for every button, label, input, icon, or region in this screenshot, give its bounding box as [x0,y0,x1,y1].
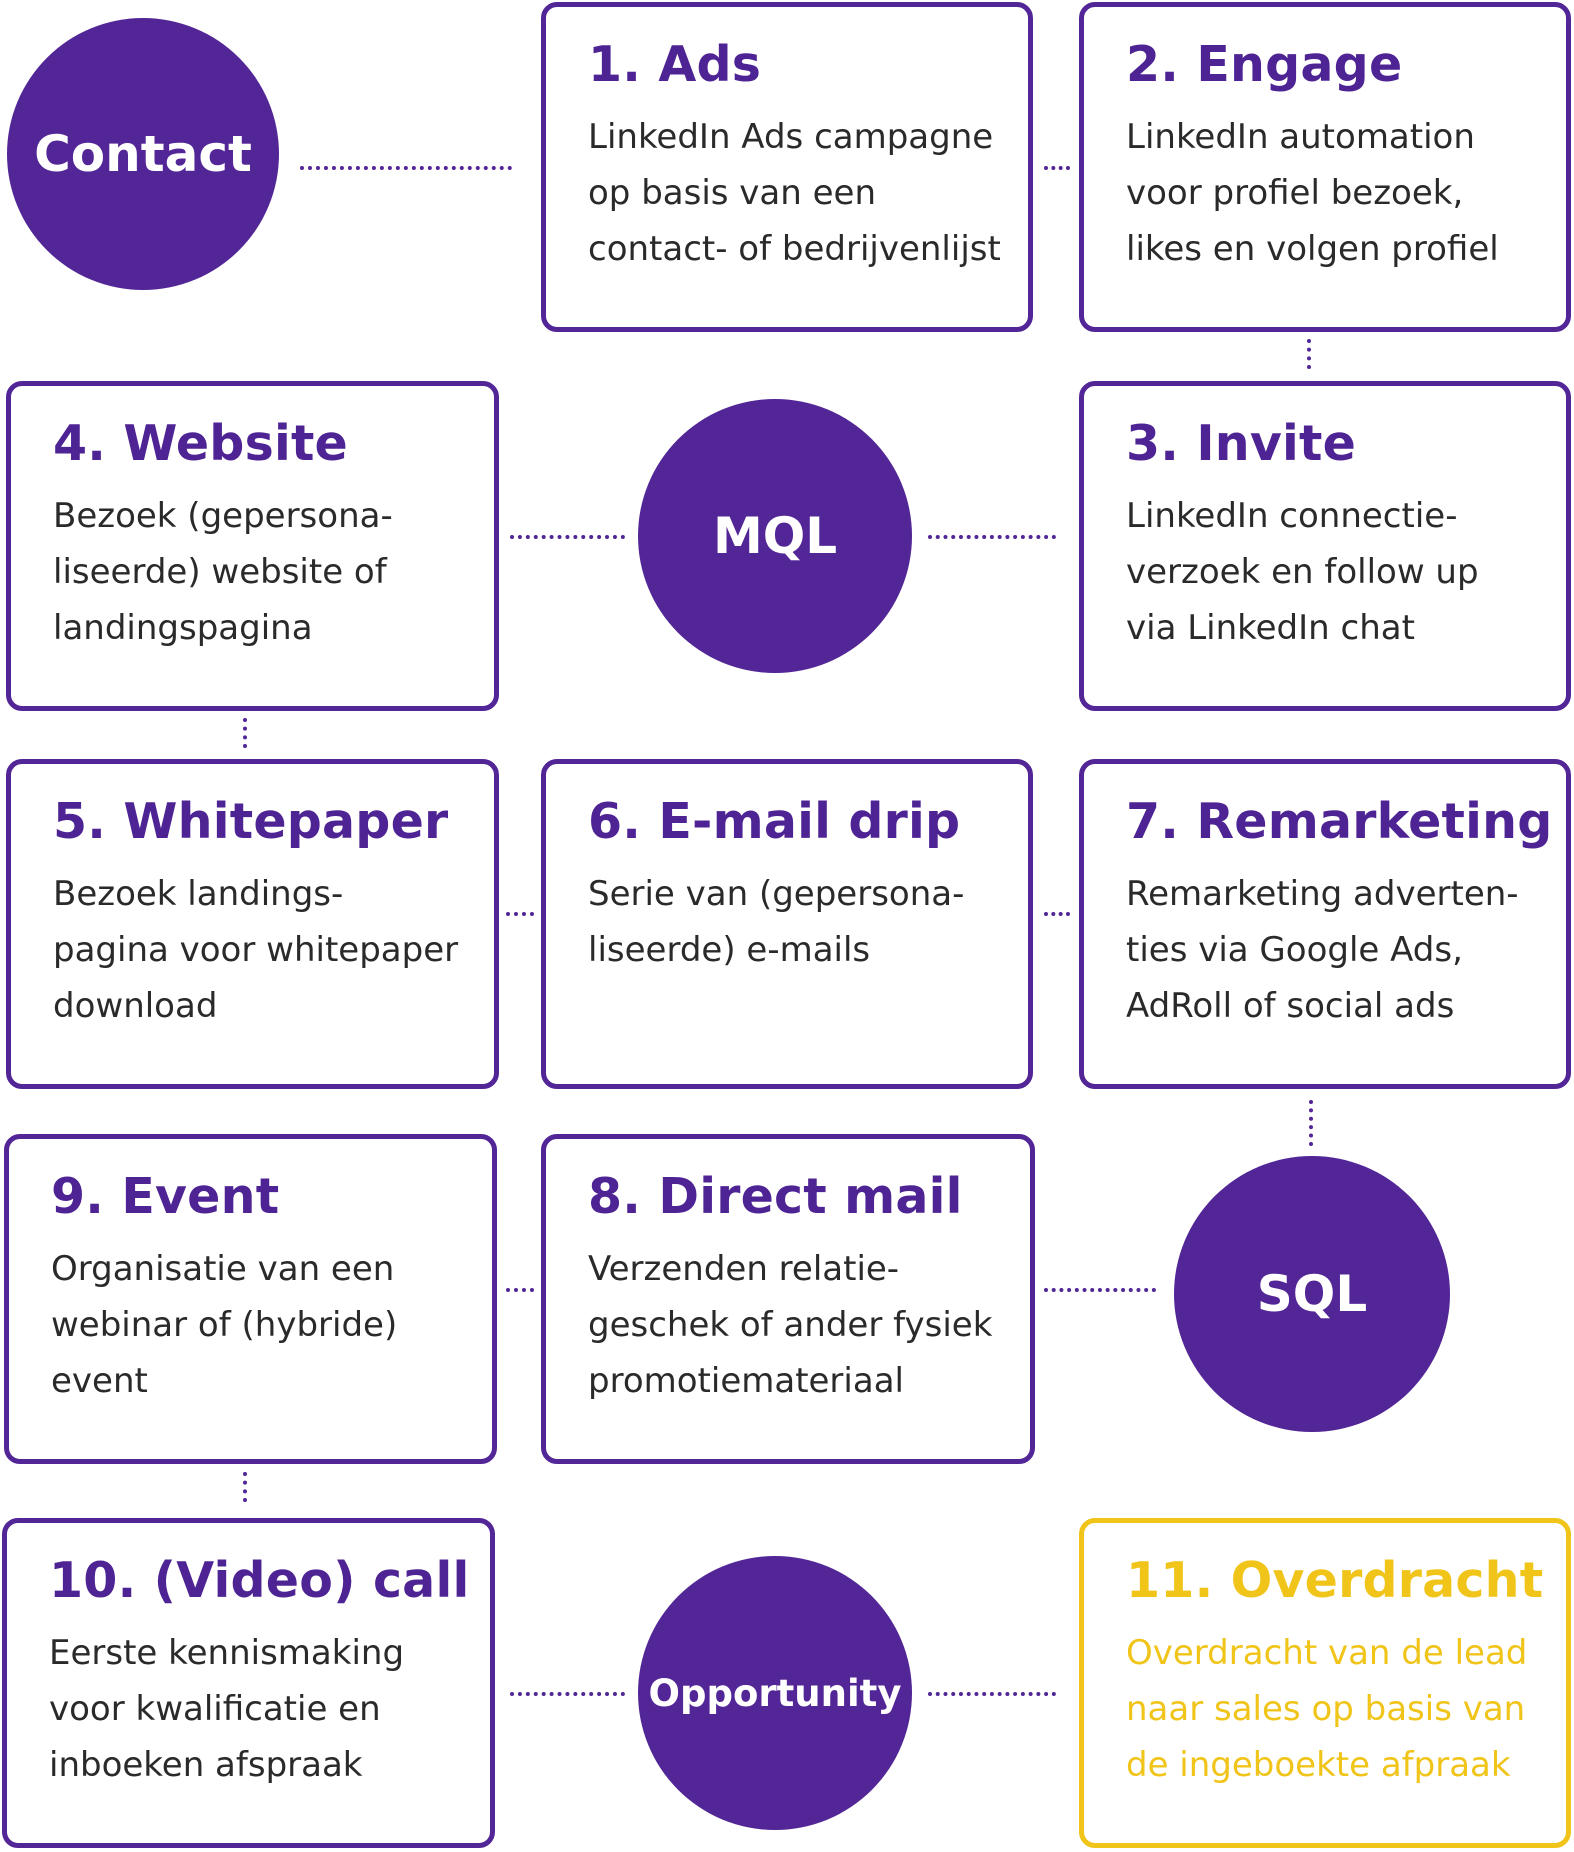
step-title: 9. Event [51,1168,280,1225]
connector-ads-engage [1044,166,1070,170]
step-line: Remarketing adverten- [1126,874,1519,915]
step-card-remarketing: 7. Remarketing Remarketing adverten- tie… [1079,759,1571,1089]
step-line: download [53,986,218,1027]
step-line: LinkedIn connectie- [1126,496,1458,537]
step-line: verzoek en follow up [1126,552,1479,593]
step-card-event: 9. Event Organisatie van een webinar of … [4,1134,497,1464]
step-line: Overdracht van de lead [1126,1633,1528,1674]
step-title: 3. Invite [1126,415,1357,472]
step-card-email-drip: 6. E-mail drip Serie van (gepersona- lis… [541,759,1033,1089]
step-line: Bezoek (gepersona- [53,496,393,537]
step-line: likes en volgen profiel [1126,229,1499,270]
step-title: 10. (Video) call [49,1552,470,1609]
step-line: AdRoll of social ads [1126,986,1455,1027]
step-line: Bezoek landings- [53,874,344,915]
step-card-invite: 3. Invite LinkedIn connectie- verzoek en… [1079,381,1571,711]
connector-website-whitepaper [243,718,247,748]
step-line: Serie van (gepersona- [588,874,965,915]
step-title: 7. Remarketing [1126,793,1553,850]
stage-mql: MQL [638,399,912,673]
step-line: LinkedIn automation [1126,117,1475,158]
step-line: event [51,1361,148,1402]
step-line: Organisatie van een [51,1249,395,1290]
connector-engage-invite [1307,339,1311,369]
step-line: geschek of ander fysiek [588,1305,993,1346]
step-title: 6. E-mail drip [588,793,961,850]
step-line: webinar of (hybride) [51,1305,398,1346]
step-title: 1. Ads [588,36,762,93]
step-line: via LinkedIn chat [1126,608,1415,649]
connector-whitepaper-email [506,912,534,916]
step-line: inboeken afspraak [49,1745,363,1786]
step-line: liseerde) e-mails [588,930,871,971]
step-card-video-call: 10. (Video) call Eerste kennismaking voo… [2,1518,495,1848]
connector-mql-invite [928,535,1056,539]
step-line: LinkedIn Ads campagne [588,117,994,158]
step-title: 4. Website [53,415,348,472]
step-card-direct-mail: 8. Direct mail Verzenden relatie- gesche… [541,1134,1035,1464]
stage-contact: Contact [7,18,279,290]
step-card-website: 4. Website Bezoek (gepersona- liseerde) … [6,381,499,711]
step-title: 8. Direct mail [588,1168,963,1225]
step-card-whitepaper: 5. Whitepaper Bezoek landings- pagina vo… [6,759,499,1089]
step-line: Verzenden relatie- [588,1249,900,1290]
step-line: voor kwalificatie en [49,1689,381,1730]
connector-email-remarketing [1044,912,1070,916]
step-line: op basis van een [588,173,876,214]
connector-call-opportunity [510,1692,625,1696]
step-line: voor profiel bezoek, [1126,173,1464,214]
connector-opportunity-overdracht [928,1692,1056,1696]
connector-website-mql [510,535,625,539]
step-title: 5. Whitepaper [53,793,449,850]
step-card-ads: 1. Ads LinkedIn Ads campagne op basis va… [541,2,1033,332]
stage-sql: SQL [1174,1156,1450,1432]
step-card-engage: 2. Engage LinkedIn automation voor profi… [1079,2,1571,332]
step-title: 2. Engage [1126,36,1403,93]
step-line: Eerste kennismaking [49,1633,405,1674]
connector-contact-ads [300,166,512,170]
step-line: contact- of bedrijvenlijst [588,229,1001,270]
step-line: ties via Google Ads, [1126,930,1463,971]
step-line: promotiemateriaal [588,1361,904,1402]
stage-opportunity: Opportunity [638,1556,912,1830]
step-line: landingspagina [53,608,313,649]
connector-remarketing-sql [1309,1100,1313,1146]
connector-event-directmail [506,1288,534,1292]
step-line: de ingeboekte afpraak [1126,1745,1511,1786]
step-title: 11. Overdracht [1126,1552,1544,1609]
step-line: naar sales op basis van [1126,1689,1526,1730]
connector-directmail-sql [1044,1288,1156,1292]
step-line: pagina voor whitepaper [53,930,459,971]
step-line: liseerde) website of [53,552,387,593]
step-card-overdracht: 11. Overdracht Overdracht van de lead na… [1079,1518,1571,1848]
connector-event-call [243,1472,247,1502]
